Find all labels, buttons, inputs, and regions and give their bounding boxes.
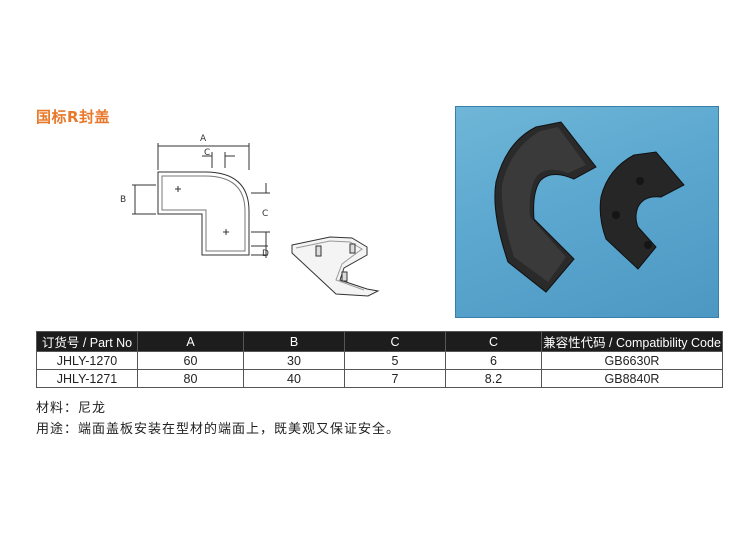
cell-part-no: JHLY-1270 [36, 351, 138, 370]
usage-label: 用途： [36, 422, 79, 437]
cell-part-no: JHLY-1271 [36, 369, 138, 388]
product-notes: 材料：尼龙 用途：端面盖板安装在型材的端面上，既美观又保证安全。 [36, 398, 400, 440]
material-line: 材料：尼龙 [36, 398, 400, 419]
cell-c2: 6 [445, 351, 542, 370]
product-photo [455, 106, 719, 318]
cell-a: 60 [137, 351, 244, 370]
material-label: 材料： [36, 401, 79, 416]
header-part-no: 订货号 / Part No [36, 331, 138, 352]
technical-drawing: A C B C D [120, 134, 380, 297]
header-c2: C [445, 331, 542, 352]
dim-d-label: D [262, 249, 269, 259]
dim-b-label: B [120, 195, 126, 205]
table-row: JHLY-1270 60 30 5 6 GB6630R [36, 351, 723, 370]
cell-b: 40 [243, 369, 345, 388]
hole-mark-icon [175, 186, 181, 192]
spec-table: 订货号 / Part No A B C C 兼容性代码 / Compatibil… [36, 331, 723, 388]
table-header-row: 订货号 / Part No A B C C 兼容性代码 / Compatibil… [36, 331, 723, 352]
dim-a-label: A [200, 134, 207, 144]
usage-value: 端面盖板安装在型材的端面上，既美观又保证安全。 [78, 422, 401, 437]
header-b: B [243, 331, 345, 352]
cell-compat-code: GB8840R [541, 369, 723, 388]
usage-line: 用途：端面盖板安装在型材的端面上，既美观又保证安全。 [36, 419, 400, 440]
dim-c-top-label: C [204, 148, 210, 158]
product-title: 国标R封盖 [36, 108, 111, 126]
table-row: JHLY-1271 80 40 7 8.2 GB8840R [36, 369, 723, 388]
header-a: A [137, 331, 244, 352]
dim-c-right-label: C [262, 209, 268, 219]
cell-b: 30 [243, 351, 345, 370]
cell-c: 7 [344, 369, 446, 388]
cell-compat-code: GB6630R [541, 351, 723, 370]
cap-profile-outline [157, 171, 250, 256]
cell-c2: 8.2 [445, 369, 542, 388]
material-value: 尼龙 [78, 401, 107, 416]
header-compat-code: 兼容性代码 / Compatibility Code [541, 331, 723, 352]
hole-mark-icon [223, 229, 229, 235]
header-c: C [344, 331, 446, 352]
cell-c: 5 [344, 351, 446, 370]
cell-a: 80 [137, 369, 244, 388]
